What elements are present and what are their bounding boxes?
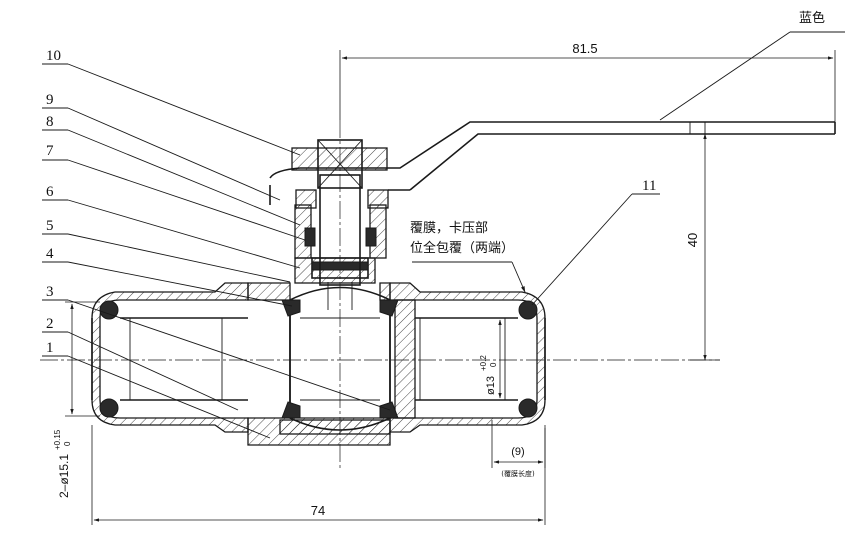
part-label-8: 8	[46, 114, 54, 130]
coating-note: 覆膜，卡压部 位全包覆（两端）	[410, 221, 526, 293]
dimension-outer-diameter: 2–ø15.1 +0.15 0	[53, 301, 100, 498]
dim-inner-diameter-text: ø13	[485, 376, 497, 395]
handle-lever	[269, 121, 836, 205]
dim-outer-diameter-tol-upper: +0.15	[53, 429, 62, 450]
part-label-1: 1	[46, 340, 54, 356]
dim-handle-length-text: 81.5	[572, 41, 597, 56]
part-label-6: 6	[46, 184, 54, 200]
coating-note-line1: 覆膜，卡压部	[410, 221, 488, 236]
dimension-handle-length: 81.5	[339, 41, 836, 122]
valve-body	[91, 282, 546, 446]
dim-film-length-value: (9)	[511, 446, 524, 458]
o-ring-right-top	[518, 300, 538, 320]
dim-inner-diameter-tol-lower: 0	[489, 362, 498, 367]
part-label-5: 5	[46, 218, 54, 234]
o-rings	[99, 300, 538, 418]
dim-inner-diameter-tol-upper: +0.2	[479, 355, 488, 371]
dim-outer-diameter-tol-lower: 0	[63, 441, 72, 446]
part-label-4: 4	[46, 246, 54, 262]
o-ring-left-bottom	[99, 398, 119, 418]
dim-outer-diameter-text: 2–ø15.1	[57, 454, 71, 498]
seat-bottom-left	[281, 401, 301, 419]
dimension-inner-diameter: ø13 +0.2 0	[479, 319, 502, 399]
part-labels: 10 9 8 7 6 5 4 3 2 1	[42, 48, 660, 439]
color-note: 蓝色	[659, 10, 845, 121]
dim-total-length-text: 74	[311, 503, 325, 518]
stem-assembly	[291, 139, 389, 310]
ball-assembly	[281, 286, 399, 431]
dimension-film-length: (9) (覆膜长度)	[491, 420, 546, 478]
seat-top-left	[281, 299, 301, 317]
dim-height-text: 40	[685, 233, 700, 247]
dimension-height: 40	[685, 133, 720, 361]
part-label-7: 7	[46, 143, 54, 159]
part-label-9: 9	[46, 92, 54, 108]
handle-nut	[291, 147, 388, 171]
o-ring-right-bottom	[518, 398, 538, 418]
part-label-11: 11	[642, 178, 656, 194]
coating-note-line2: 位全包覆（两端）	[410, 240, 514, 256]
color-note-text: 蓝色	[799, 10, 825, 26]
part-label-2: 2	[46, 316, 54, 332]
seat-top-right	[379, 299, 399, 317]
film-length-label: (覆膜长度)	[501, 469, 535, 478]
part-label-10: 10	[46, 48, 61, 64]
part-label-3: 3	[46, 284, 54, 300]
o-ring-left-top	[99, 300, 119, 320]
